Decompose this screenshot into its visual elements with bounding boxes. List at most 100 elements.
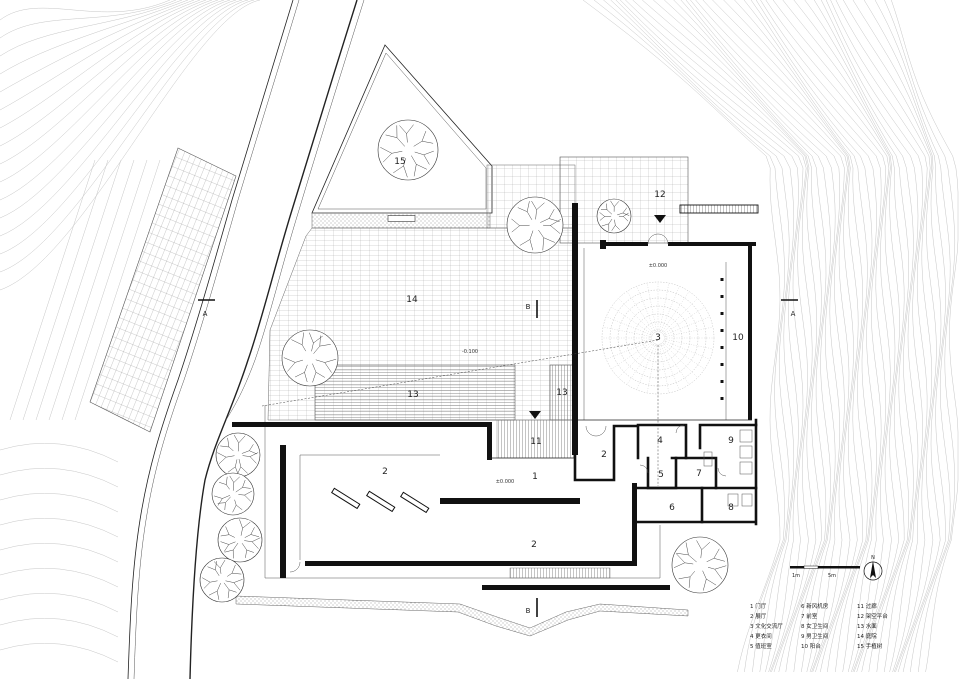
tree-branch	[543, 219, 562, 234]
floor-ray	[660, 286, 680, 333]
legend-item-8: 8 女卫生间	[801, 622, 828, 630]
contour-line	[664, 0, 827, 673]
tree-branch	[213, 559, 226, 574]
contour-line	[0, 0, 213, 147]
scale-seg-3	[818, 566, 860, 569]
hall-north-pier	[600, 240, 606, 249]
contour-line	[35, 159, 122, 421]
vestibule-pier	[487, 422, 492, 460]
contour-line	[695, 0, 850, 673]
site-outline	[264, 405, 661, 579]
section-b-bottom-label: B	[526, 607, 531, 615]
contour-line	[0, 493, 119, 513]
contour-line	[0, 0, 231, 201]
tree-branch	[227, 459, 239, 476]
tree-branch	[399, 124, 414, 143]
tree-branch	[242, 452, 259, 464]
contour-line	[680, 0, 836, 673]
room-label-2-west: 2	[382, 467, 388, 477]
room-9-walls	[698, 423, 758, 490]
north-arrow: N	[863, 555, 883, 581]
room-label-5: 5	[658, 470, 664, 480]
contour-line	[48, 159, 135, 421]
column	[720, 363, 724, 366]
entry-arrow-corridor	[529, 411, 541, 419]
legend-item-7: 7 前室	[801, 612, 818, 620]
column	[720, 329, 724, 332]
hall-north-wall-a	[600, 242, 648, 246]
contour-line	[750, 0, 877, 673]
contour-line	[0, 0, 261, 291]
tree-canopy	[596, 198, 632, 234]
hall-floor	[578, 246, 748, 420]
tree	[671, 536, 729, 594]
floor-ray	[662, 342, 698, 378]
tree-branch	[225, 579, 243, 591]
hall-west-wall-lower	[280, 445, 286, 578]
scale-label-1m: 1m	[792, 573, 800, 579]
tree	[596, 198, 632, 234]
contour-line	[723, 0, 864, 673]
floor-ray	[662, 298, 698, 334]
corridor-paving	[496, 419, 576, 459]
canopy-wall	[232, 422, 490, 427]
water-surface-west	[314, 364, 516, 421]
stall-5	[741, 493, 753, 507]
tree-branch	[295, 364, 308, 383]
scale-bar: 1m 5m	[790, 565, 860, 579]
contour-line	[863, 0, 946, 673]
display-panel-2	[366, 490, 396, 513]
tree-branch	[241, 444, 257, 455]
stall-4	[727, 493, 739, 507]
floor-ray	[606, 340, 653, 360]
section-markers: A A B B	[198, 299, 798, 617]
parking-area	[89, 147, 237, 433]
elevation-hall: ±0.000	[649, 263, 668, 269]
scale-label-5m: 5m	[828, 573, 836, 579]
room-label-3: 3	[655, 333, 661, 343]
contour-line	[610, 0, 795, 673]
legend-item-1: 1 门厅	[750, 602, 767, 610]
floor-ray	[662, 341, 705, 370]
tree-branch	[244, 527, 260, 538]
tree-branch	[238, 490, 253, 502]
tree-branch	[706, 548, 725, 563]
legend-item-4: 4 更衣间	[750, 632, 772, 640]
contour-line	[653, 0, 822, 673]
tree-branch	[309, 332, 323, 352]
contour-line	[813, 0, 914, 673]
contour-line	[0, 0, 189, 75]
road-right-sidewalk	[225, 0, 365, 421]
room-label-9: 9	[728, 436, 734, 446]
contour-line	[804, 0, 910, 673]
vestibule-walls	[573, 424, 638, 482]
room-label-15: 15	[394, 157, 405, 167]
tree-branch	[315, 358, 337, 373]
contour-line	[625, 0, 808, 673]
tree-branch	[313, 335, 331, 354]
contour-line	[0, 0, 177, 39]
contour-line	[765, 0, 891, 673]
floor-ray	[636, 286, 656, 333]
hall-north-wall-b	[668, 242, 756, 246]
tree-branch	[601, 218, 613, 231]
balcony-columns	[720, 278, 724, 400]
room-label-13-east: 13	[556, 388, 567, 398]
contour-line	[702, 0, 854, 673]
contour-line	[593, 0, 785, 673]
tree-branch	[617, 207, 630, 216]
hall-east-wall	[748, 243, 752, 420]
room-7-walls	[684, 456, 718, 490]
contour-line	[620, 0, 804, 673]
tree-branch	[531, 200, 545, 220]
contour-line	[582, 0, 781, 673]
stall-1	[739, 429, 753, 443]
contour-line	[0, 0, 237, 219]
room-label-14: 14	[406, 295, 418, 305]
tree-branch	[220, 437, 234, 452]
contour-line	[772, 0, 896, 673]
tree-branch	[217, 452, 235, 464]
stall-2	[739, 445, 753, 459]
tree-branch	[611, 219, 620, 231]
